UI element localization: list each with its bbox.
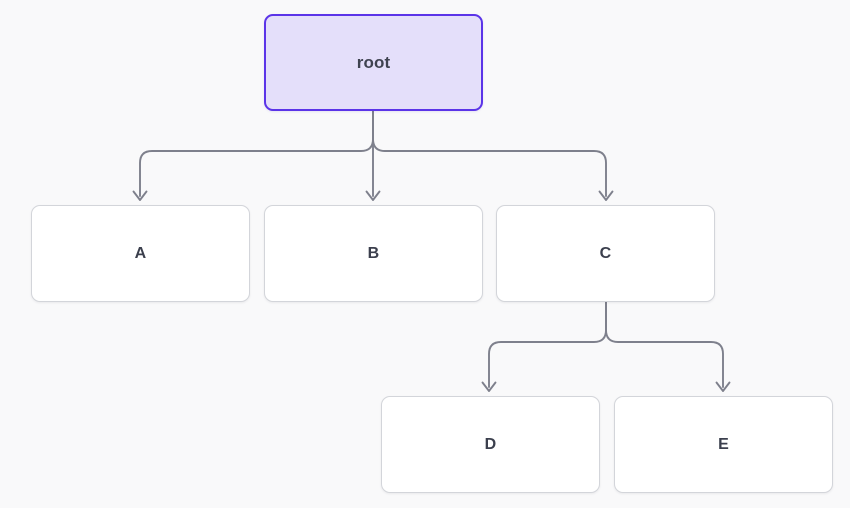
edge-C-E xyxy=(605,301,724,388)
node-root-label: root xyxy=(356,53,391,72)
arrowhead-root-B xyxy=(365,190,381,201)
edge-C-D xyxy=(488,301,607,388)
node-b[interactable]: B xyxy=(264,205,483,302)
node-e-label: E xyxy=(718,435,729,453)
arrowhead-C-E xyxy=(715,381,731,392)
arrowhead-root-C xyxy=(598,190,614,201)
node-d-label: D xyxy=(484,435,497,453)
node-a-label: A xyxy=(134,244,147,262)
edge-root-C xyxy=(372,110,607,197)
edge-root-A xyxy=(139,110,374,197)
node-root[interactable]: root xyxy=(264,14,483,111)
node-e[interactable]: E xyxy=(614,396,833,493)
node-c-label: C xyxy=(599,244,612,262)
arrowhead-root-A xyxy=(132,190,148,201)
node-d[interactable]: D xyxy=(381,396,600,493)
node-b-label: B xyxy=(367,244,380,262)
arrowhead-C-D xyxy=(481,381,497,392)
node-c[interactable]: C xyxy=(496,205,715,302)
node-a[interactable]: A xyxy=(31,205,250,302)
